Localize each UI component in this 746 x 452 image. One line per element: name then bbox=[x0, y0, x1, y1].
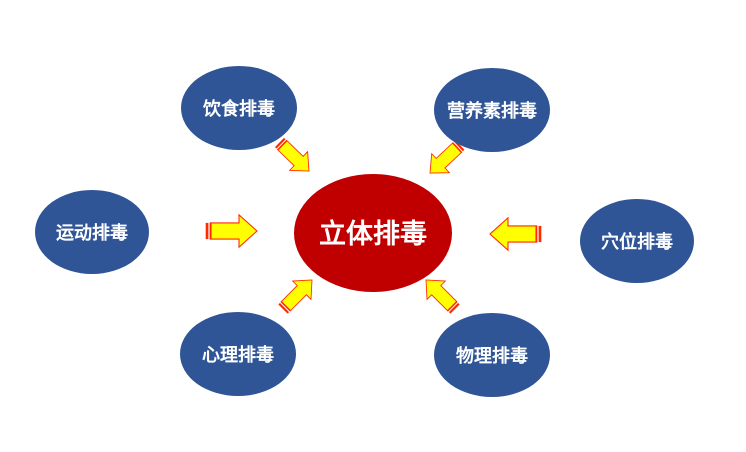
center-label: 立体排毒 bbox=[319, 218, 427, 250]
node-acupoint-label: 穴位排毒 bbox=[601, 231, 673, 253]
arrow-from-acupoint bbox=[489, 217, 542, 251]
node-psychology: 心理排毒 bbox=[180, 312, 296, 396]
center-node: 立体排毒 bbox=[294, 174, 452, 292]
node-physics: 物理排毒 bbox=[434, 313, 550, 397]
node-diet: 饮食排毒 bbox=[181, 66, 297, 150]
node-nutrition-label: 营养素排毒 bbox=[447, 100, 537, 122]
arrow-from-psychology bbox=[273, 270, 322, 319]
node-physics-label: 物理排毒 bbox=[456, 345, 528, 367]
arrow-from-exercise bbox=[205, 214, 258, 248]
arrow-from-diet bbox=[270, 132, 319, 181]
node-exercise-label: 运动排毒 bbox=[56, 222, 128, 244]
node-nutrition: 营养素排毒 bbox=[434, 68, 550, 152]
node-psychology-label: 心理排毒 bbox=[202, 344, 274, 366]
node-acupoint: 穴位排毒 bbox=[580, 199, 694, 283]
node-diet-label: 饮食排毒 bbox=[202, 98, 275, 120]
node-exercise: 运动排毒 bbox=[35, 190, 149, 274]
